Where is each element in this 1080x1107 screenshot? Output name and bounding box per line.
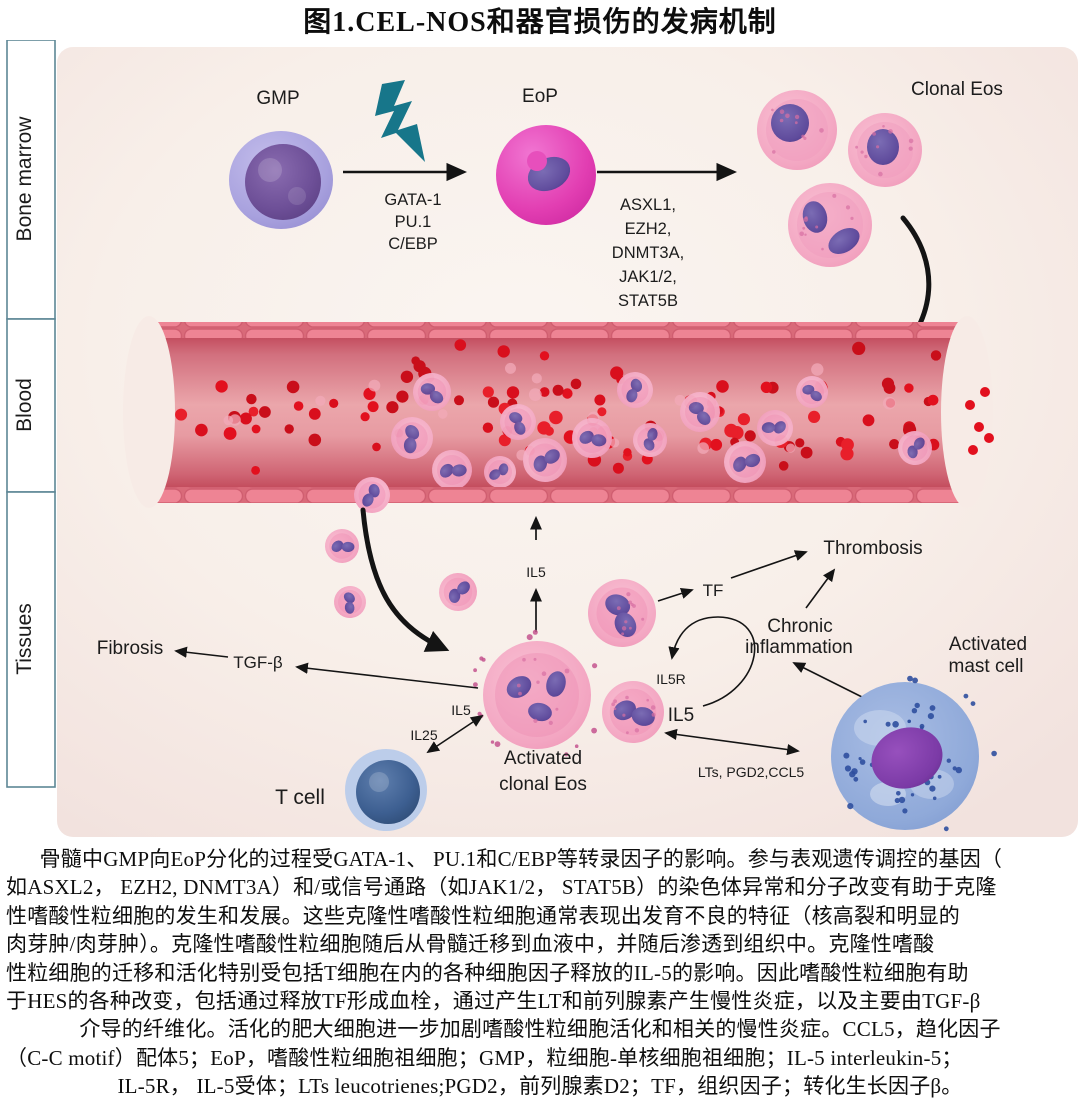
figure-caption: 骨髓中GMP向EoP分化的过程受GATA-1、 PU.1和C/EBP等转录因子的… xyxy=(0,840,1080,1101)
chronic-inflammation-label-2: inflammation xyxy=(745,637,853,658)
fibrosis-label: Fibrosis xyxy=(97,638,164,659)
il5r-label: IL5R xyxy=(656,671,686,687)
figure-title-bar: 图1.CEL-NOS和器官损伤的发病机制 xyxy=(0,0,1080,40)
blood-to-tissue-arrow xyxy=(360,507,450,652)
caption-line: 如ASXL2， EZH2, DNMT3A）和/或信号通路（如JAK1/2， ST… xyxy=(6,875,997,900)
mast-cell xyxy=(831,675,997,832)
il5-autocrine-loop-arrow xyxy=(668,616,756,707)
activated-mast-cell-label-1: Activated xyxy=(949,634,1027,655)
sidebar-section-blood: Blood xyxy=(13,378,36,432)
gene-jak12: JAK1/2, xyxy=(619,268,677,286)
mast-mediators-label: LTs, PGD2,CCL5 xyxy=(698,764,805,780)
caption-line: 介导的纤维化。活化的肥大细胞进一步加剧嗜酸性粒细胞活化和相关的慢性炎症。CCL5… xyxy=(79,1017,1001,1042)
activated-clonal-eos-label-2: clonal Eos xyxy=(499,774,587,795)
gmp-label: GMP xyxy=(256,88,299,109)
tgfb-label: TGF-β xyxy=(233,653,283,672)
inflammation-to-thrombosis-arrow xyxy=(805,568,836,609)
gene-stat5b: STAT5B xyxy=(618,292,678,310)
caption-line: 性粒细胞的迁移和活化特别受包括T细胞在内的各种细胞因子释放的IL-5的影响。因此… xyxy=(6,960,969,985)
blood-vessel xyxy=(123,316,994,508)
pathogenesis-diagram: GMP GATA-1 PU.1 C/EBP EoP ASXL1, EZH2, D… xyxy=(6,40,1078,837)
gmp-cell xyxy=(229,131,333,229)
activated-clonal-eos-cell xyxy=(483,641,591,749)
activated-clonal-eos-label-1: Activated xyxy=(504,748,582,769)
factor-pu1: PU.1 xyxy=(395,213,432,231)
il5-tcell-label: IL5 xyxy=(451,702,471,718)
il5-autocrine-label: IL5 xyxy=(668,705,694,726)
thrombosis-label: Thrombosis xyxy=(823,538,922,559)
activated-mast-cell-label-2: mast cell xyxy=(949,656,1024,677)
t-cell-label: T cell xyxy=(275,786,325,809)
eos-to-tf-arrow xyxy=(657,587,694,602)
mast-to-inflammation-arrow xyxy=(792,662,869,701)
rbc-spill xyxy=(965,387,994,455)
clonal-eos-label: Clonal Eos xyxy=(911,79,1003,100)
tgfb-to-fibrosis-arrow xyxy=(174,646,229,658)
tcell-eos-double-arrow xyxy=(426,714,484,754)
t-cell xyxy=(345,749,427,831)
factor-gata1: GATA-1 xyxy=(384,191,441,209)
sidebar-section-tissues: Tissues xyxy=(13,603,36,675)
gene-dnmt3a: DNMT3A, xyxy=(612,244,684,262)
caption-line: （C-C motif）配体5；EoP，嗜酸性粒细胞祖细胞；GMP，粒细胞-单核细… xyxy=(6,1045,963,1070)
caption-line: 于HES的各种改变，包括通过释放TF形成血栓，通过产生LT和前列腺素产生慢性炎症… xyxy=(6,989,981,1014)
eop-cell xyxy=(496,125,596,225)
section-sidebar: Bone marrow Blood Tissues xyxy=(6,40,56,788)
sidebar-section-bone-marrow: Bone marrow xyxy=(13,116,36,242)
factor-cebp: C/EBP xyxy=(388,235,438,253)
eop-label: EoP xyxy=(522,86,558,107)
eos-to-tgfb-arrow xyxy=(295,662,479,689)
gene-asxl1: ASXL1, xyxy=(620,196,676,214)
clonal-eos-cells xyxy=(757,90,922,267)
lightning-icon xyxy=(375,80,425,162)
caption-line: 骨髓中GMP向EoP分化的过程受GATA-1、 PU.1和C/EBP等转录因子的… xyxy=(39,847,1003,871)
tf-label: TF xyxy=(703,581,724,600)
chronic-inflammation-label-1: Chronic xyxy=(767,616,832,637)
eos-mast-double-arrow xyxy=(664,728,800,756)
caption-line: 肉芽肿/肉芽肿）。克隆性嗜酸性粒细胞随后从骨髓迁移到血液中，并随后渗透到组织中。… xyxy=(6,932,935,957)
figure-title: 图1.CEL-NOS和器官损伤的发病机制 xyxy=(303,7,777,38)
il5-migration-label: IL5 xyxy=(526,564,546,580)
caption-line: IL-5R， IL-5受体；LTs leucotrienes;PGD2，前列腺素… xyxy=(117,1074,963,1099)
tf-to-thrombosis-arrow xyxy=(730,550,808,579)
il25-label: IL25 xyxy=(410,727,437,743)
gene-ezh2: EZH2, xyxy=(625,220,672,238)
caption-line: 性嗜酸性粒细胞的发生和发展。这些克隆性嗜酸性粒细胞通常表现出发育不良的特征（核高… xyxy=(6,903,960,928)
cell-texture-specks xyxy=(516,108,914,735)
